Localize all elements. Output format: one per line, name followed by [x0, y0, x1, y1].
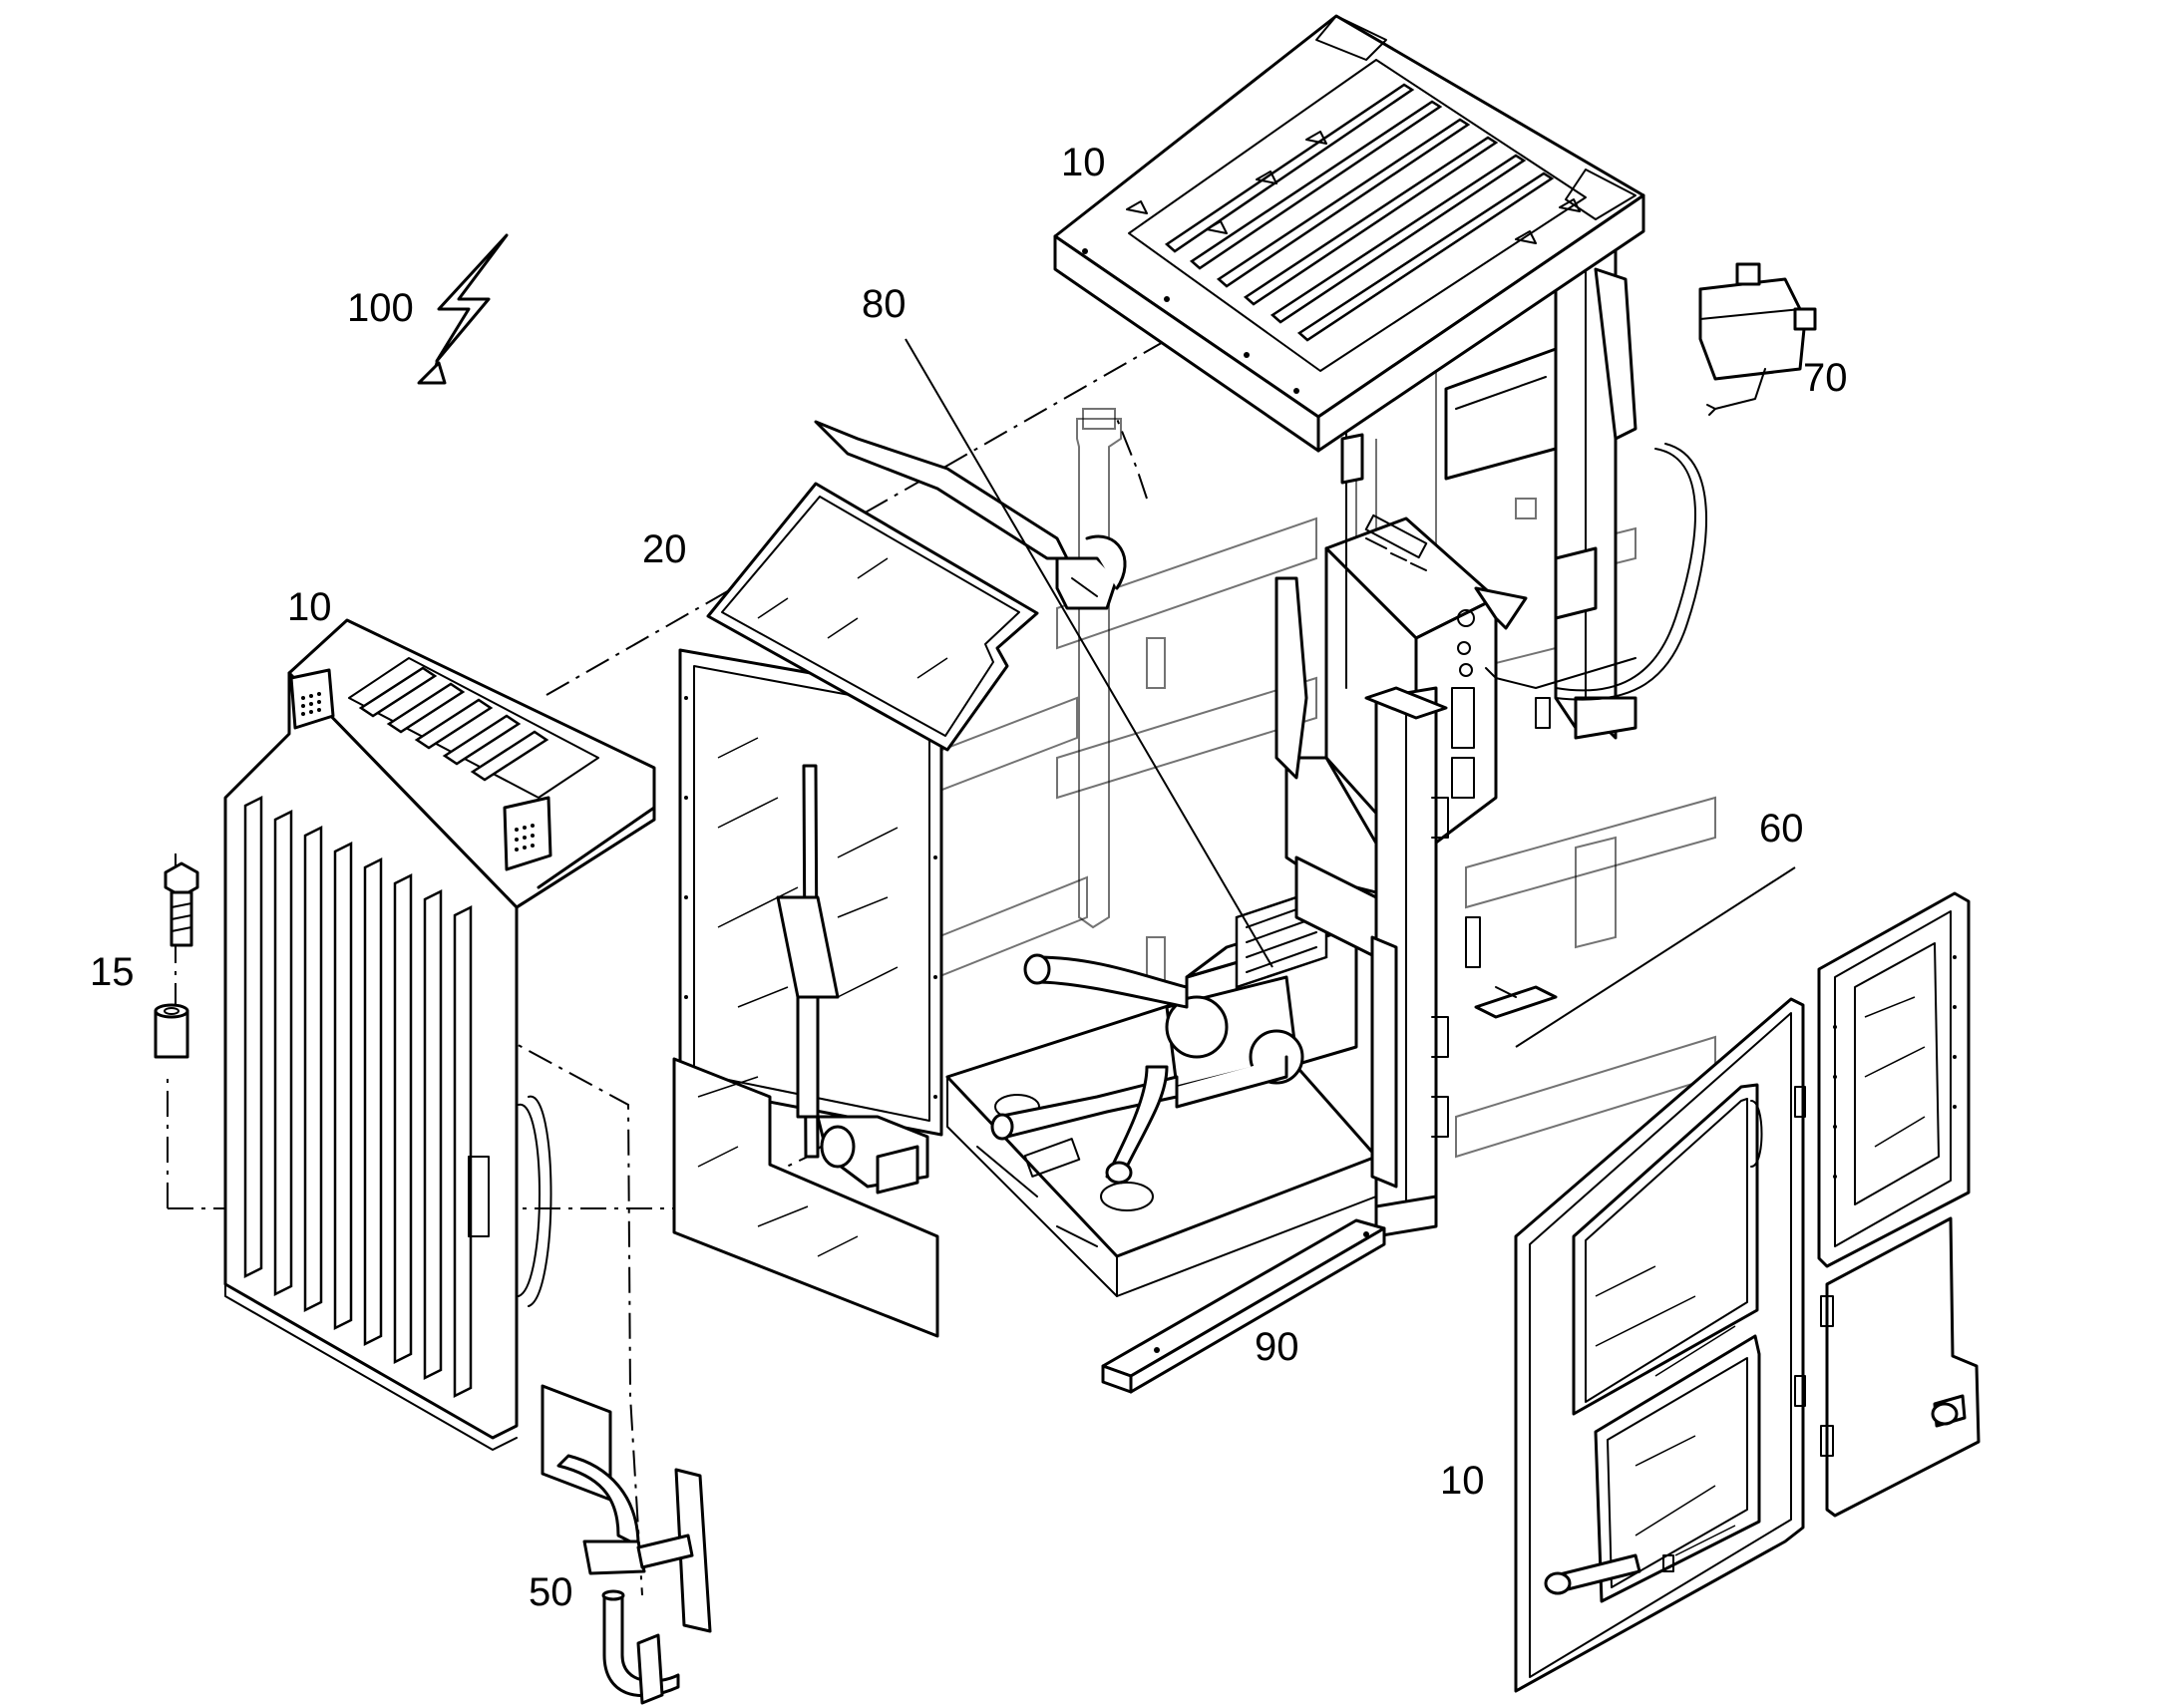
lightning-bolt-icon	[417, 233, 509, 385]
wiring-harness	[1485, 443, 1707, 729]
kick-plate	[672, 1057, 939, 1338]
callout-50: 50	[529, 1570, 573, 1614]
front-wiper	[776, 764, 840, 1159]
callout-labels: 100 10 80 70 20 10 15 60 90 10 50	[90, 141, 1848, 1614]
left-side-frame	[223, 618, 656, 1451]
rear-side-window	[1817, 891, 1971, 1268]
leader-lines	[905, 338, 1796, 1048]
b-pillar	[1364, 686, 1481, 1238]
mounting-bracket	[1474, 985, 1558, 1019]
heater-unit	[1165, 885, 1388, 1109]
roof-assembly	[1053, 14, 1645, 453]
spacer-bushing	[154, 1003, 189, 1059]
callout-100: 100	[347, 286, 414, 330]
rear-cab-frame	[1340, 247, 1637, 740]
callout-20: 20	[642, 527, 687, 571]
sill-strip	[1101, 1218, 1386, 1394]
callout-10-door: 10	[1440, 1459, 1485, 1503]
wiper-arm	[814, 420, 1127, 610]
door-assembly	[1514, 997, 1806, 1693]
callout-15: 15	[90, 950, 135, 994]
callout-80: 80	[862, 282, 907, 326]
callout-10-roof: 10	[1061, 141, 1106, 184]
rear-side-panel	[1820, 1216, 1981, 1518]
bolt	[164, 861, 199, 947]
vent-grille-left	[301, 692, 321, 716]
wiper-motor	[816, 1115, 929, 1195]
callout-90: 90	[1255, 1325, 1299, 1369]
vent-grille-right	[515, 824, 535, 852]
ventilation-hoses	[990, 953, 1189, 1185]
callout-60: 60	[1759, 807, 1804, 851]
callout-70: 70	[1803, 356, 1848, 400]
mirror-assembly	[541, 1384, 712, 1705]
washer-reservoir	[1698, 262, 1817, 416]
windshield-glass	[706, 482, 1039, 752]
callout-10-left: 10	[287, 585, 332, 629]
